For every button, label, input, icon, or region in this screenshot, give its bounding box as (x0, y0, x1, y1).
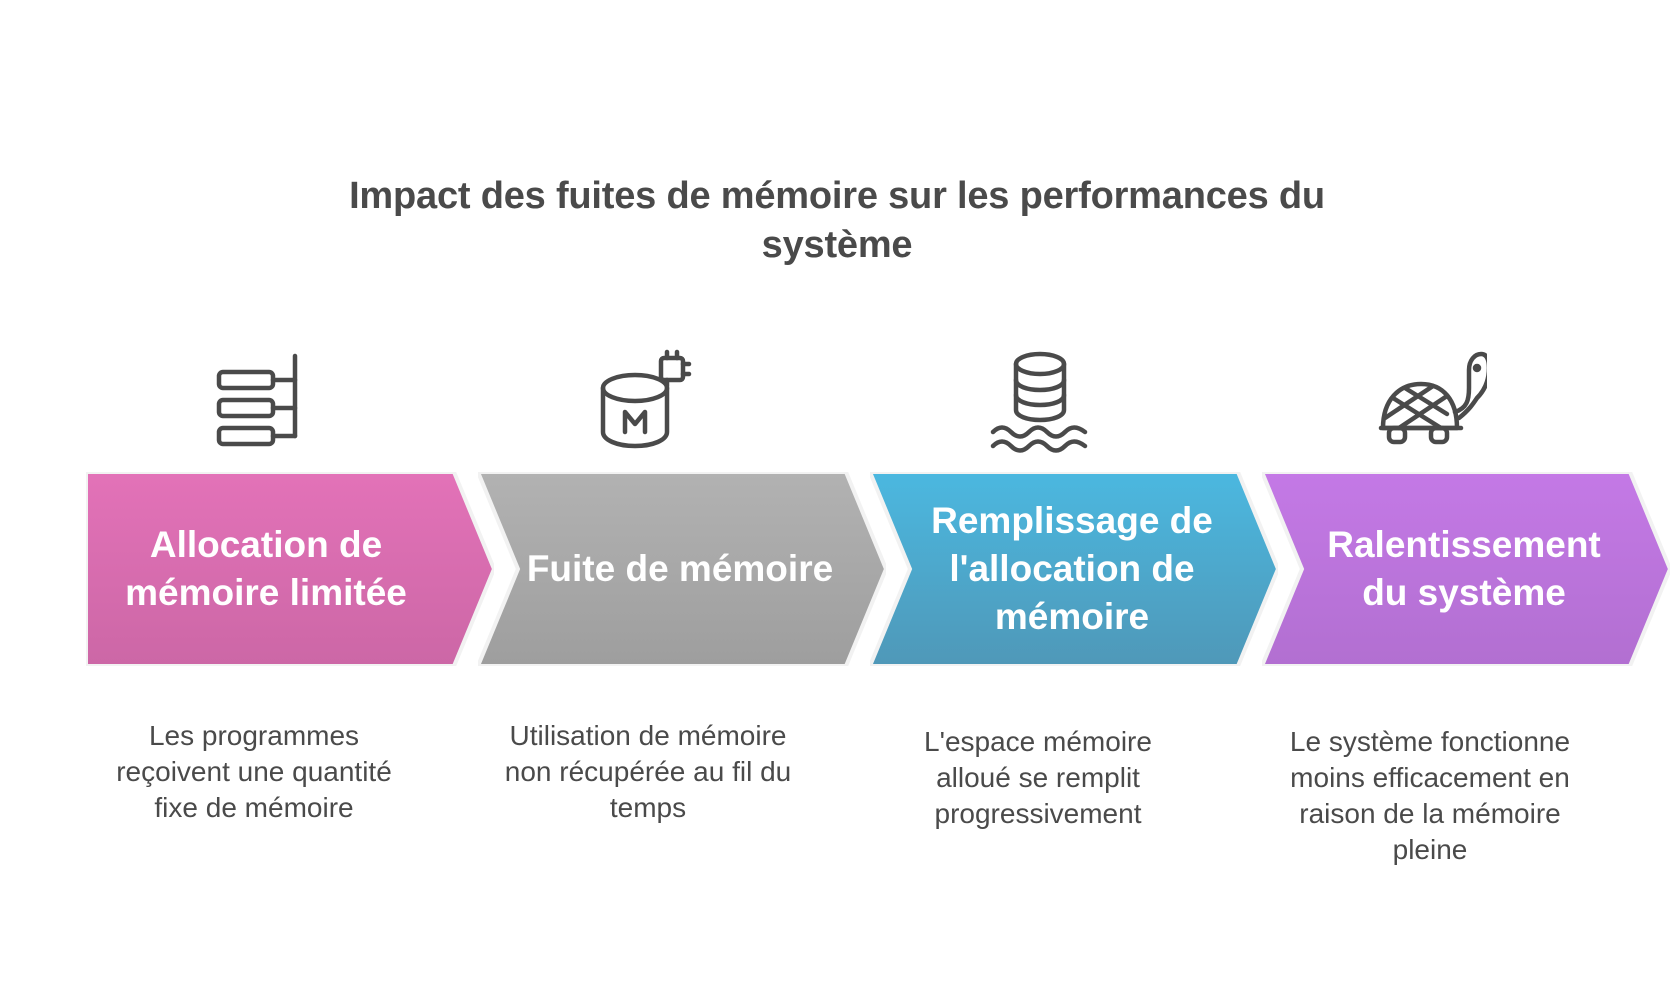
step-1-description: Les programmes reçoivent une quantité fi… (116, 720, 392, 823)
turtle-icon (1377, 348, 1487, 454)
step-2-label: Fuite de mémoire (526, 548, 834, 589)
step-3-label: Remplissage de l'allocation de mémoire (931, 500, 1213, 637)
step-2-arrow: Fuite de mémoire (478, 472, 886, 666)
memory-chip-icon (593, 348, 703, 454)
step-2-description: Utilisation de mémoire non récupérée au … (504, 720, 792, 823)
step-3-arrow: Remplissage de l'allocation de mémoire (870, 472, 1278, 666)
step-4-shape (1262, 472, 1670, 666)
step-1-arrow: Allocation de mémoire limitée (86, 472, 494, 666)
database-overflow-icon (985, 348, 1095, 454)
step-1-label: Allocation de mémoire limitée (125, 524, 407, 613)
step-1-shape (86, 472, 494, 666)
step-4-arrow: Ralentissement du système (1262, 472, 1670, 666)
step-3-shape (870, 472, 1278, 666)
step-2-shape (478, 472, 886, 666)
diagram-title: Impact des fuites de mémoire sur les per… (349, 175, 1325, 266)
step-4-description: Le système fonctionne moins efficacement… (1289, 726, 1571, 865)
step-4-label: Ralentissement du système (1327, 524, 1601, 613)
hierarchy-list-icon (203, 348, 313, 454)
step-3-description: L'espace mémoire alloué se remplit progr… (924, 726, 1152, 829)
